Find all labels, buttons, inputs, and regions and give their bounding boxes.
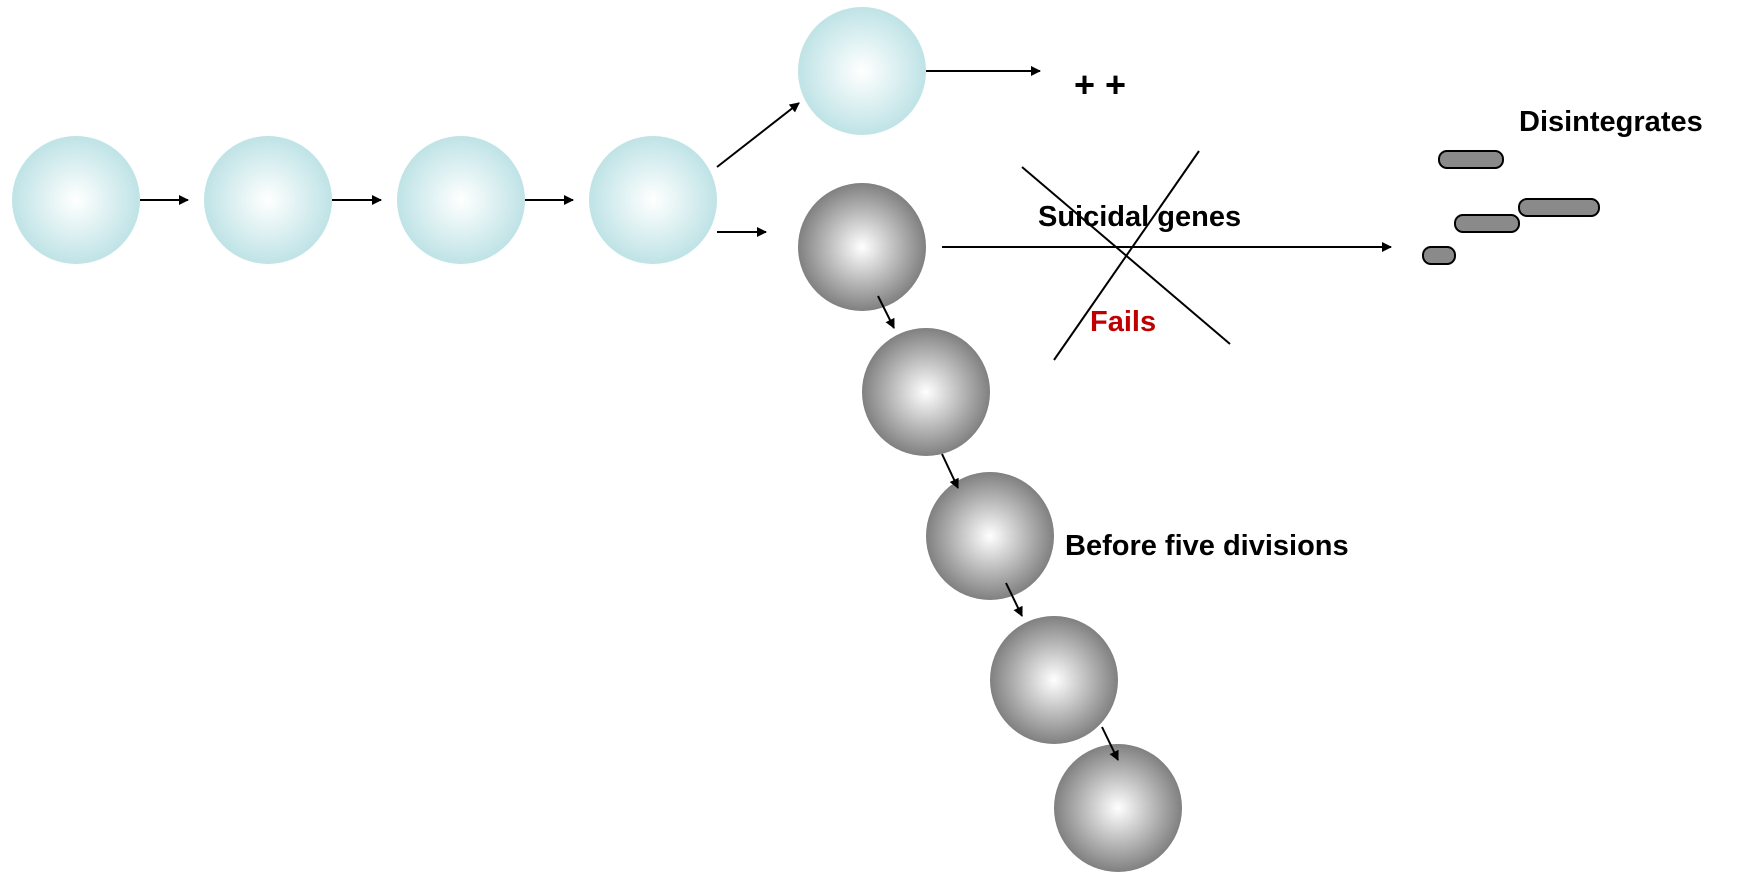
before-five-divisions-label: Before five divisions: [1065, 530, 1349, 562]
fails-label: Fails: [1090, 306, 1156, 338]
suicidal-genes-label: Suicidal genes: [1038, 201, 1241, 233]
arrow-abnormal-4-5: [1101, 726, 1119, 761]
fragment-1: [1438, 150, 1504, 169]
arrow-abnormal-3-4: [1005, 582, 1023, 617]
healthy-cell-upper: [798, 7, 926, 135]
abnormal-cell-4: [990, 616, 1118, 744]
arrow-abnormal-2-3: [941, 453, 959, 489]
fragment-3: [1454, 214, 1520, 233]
disintegrates-label: Disintegrates: [1519, 106, 1703, 138]
plus-signs-label: + +: [1074, 64, 1126, 105]
arrow-to-upper-cell: [716, 102, 800, 168]
abnormal-cell-3: [926, 472, 1054, 600]
healthy-cell-3: [397, 136, 525, 264]
fragment-4: [1422, 246, 1456, 265]
abnormal-cell-1: [798, 183, 926, 311]
arrow-abnormal-1-2: [877, 295, 895, 329]
abnormal-cell-2: [862, 328, 990, 456]
healthy-cell-1: [12, 136, 140, 264]
healthy-cell-2: [204, 136, 332, 264]
fragment-2: [1518, 198, 1600, 217]
healthy-cell-4: [589, 136, 717, 264]
abnormal-cell-5: [1054, 744, 1182, 872]
cross-out-line-2: [1053, 150, 1200, 361]
